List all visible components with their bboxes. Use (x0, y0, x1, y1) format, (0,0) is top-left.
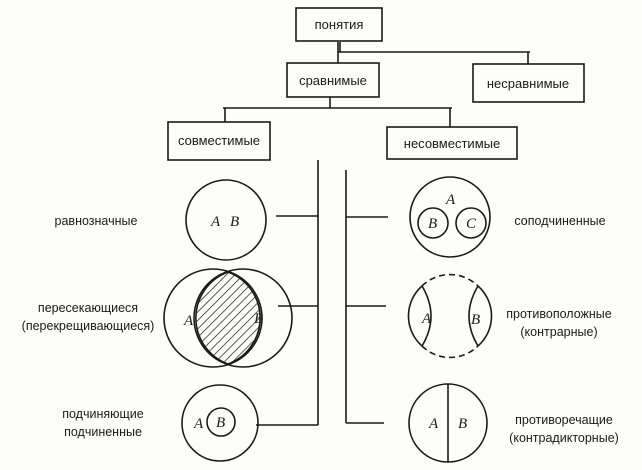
coordinated-letter-a: A (445, 192, 456, 208)
contradictory-label-1: противоречащие (515, 413, 613, 427)
box-comparable (286, 62, 380, 98)
coordinated-letter-b: B (428, 216, 437, 232)
circle-intersecting-a (163, 268, 263, 368)
contrary-letter-a: A (421, 311, 432, 327)
intersection-hatched-area (195, 271, 261, 365)
circle-coordinated-outer (409, 176, 491, 258)
contradictory-label-2: (контрадикторные) (509, 431, 619, 445)
circle-coordinated-b (417, 207, 449, 239)
coordinated-label: соподчиненные (514, 214, 605, 228)
box-incomparable (472, 63, 585, 103)
box-incompatible (386, 126, 518, 160)
equivalent-letter-a: A (210, 214, 221, 230)
root-label: понятия (315, 17, 364, 32)
intersecting-letter-a: A (183, 313, 194, 329)
intersecting-label-2: (перекрещивающиеся) (22, 319, 155, 333)
box-root (295, 7, 383, 42)
intersecting-letter-b: B (254, 311, 263, 327)
circle-contrary (407, 273, 493, 359)
circle-subordinating-inner (206, 407, 236, 437)
contrary-label-2: (контрарные) (520, 325, 597, 339)
subordinating-letter-b: B (216, 415, 225, 431)
compatible-label: совместимые (178, 133, 260, 148)
equivalent-label: равнозначные (55, 214, 138, 228)
circle-coordinated-c (455, 207, 487, 239)
incomparable-label: несравнимые (487, 76, 569, 91)
box-compatible (167, 121, 271, 161)
circle-subordinating-outer (181, 384, 259, 462)
contradictory-letter-b: B (458, 416, 467, 432)
contrary-label-1: противоположные (506, 307, 611, 321)
circle-intersecting-b (193, 268, 293, 368)
coordinated-letter-c: C (466, 216, 477, 232)
contrary-letter-b: B (471, 312, 480, 328)
intersecting-label-1: пересекающиеся (38, 301, 138, 315)
incompatible-label: несовместимые (404, 136, 500, 151)
circle-equivalent (185, 179, 267, 261)
subordinating-label-1: подчиняющие (62, 407, 144, 421)
equivalent-letter-b: B (230, 214, 239, 230)
comparable-label: сравнимые (299, 73, 367, 88)
contradictory-letter-a: A (428, 416, 439, 432)
subordinating-label-2: подчиненные (64, 425, 142, 439)
subordinating-letter-a: A (193, 416, 204, 432)
